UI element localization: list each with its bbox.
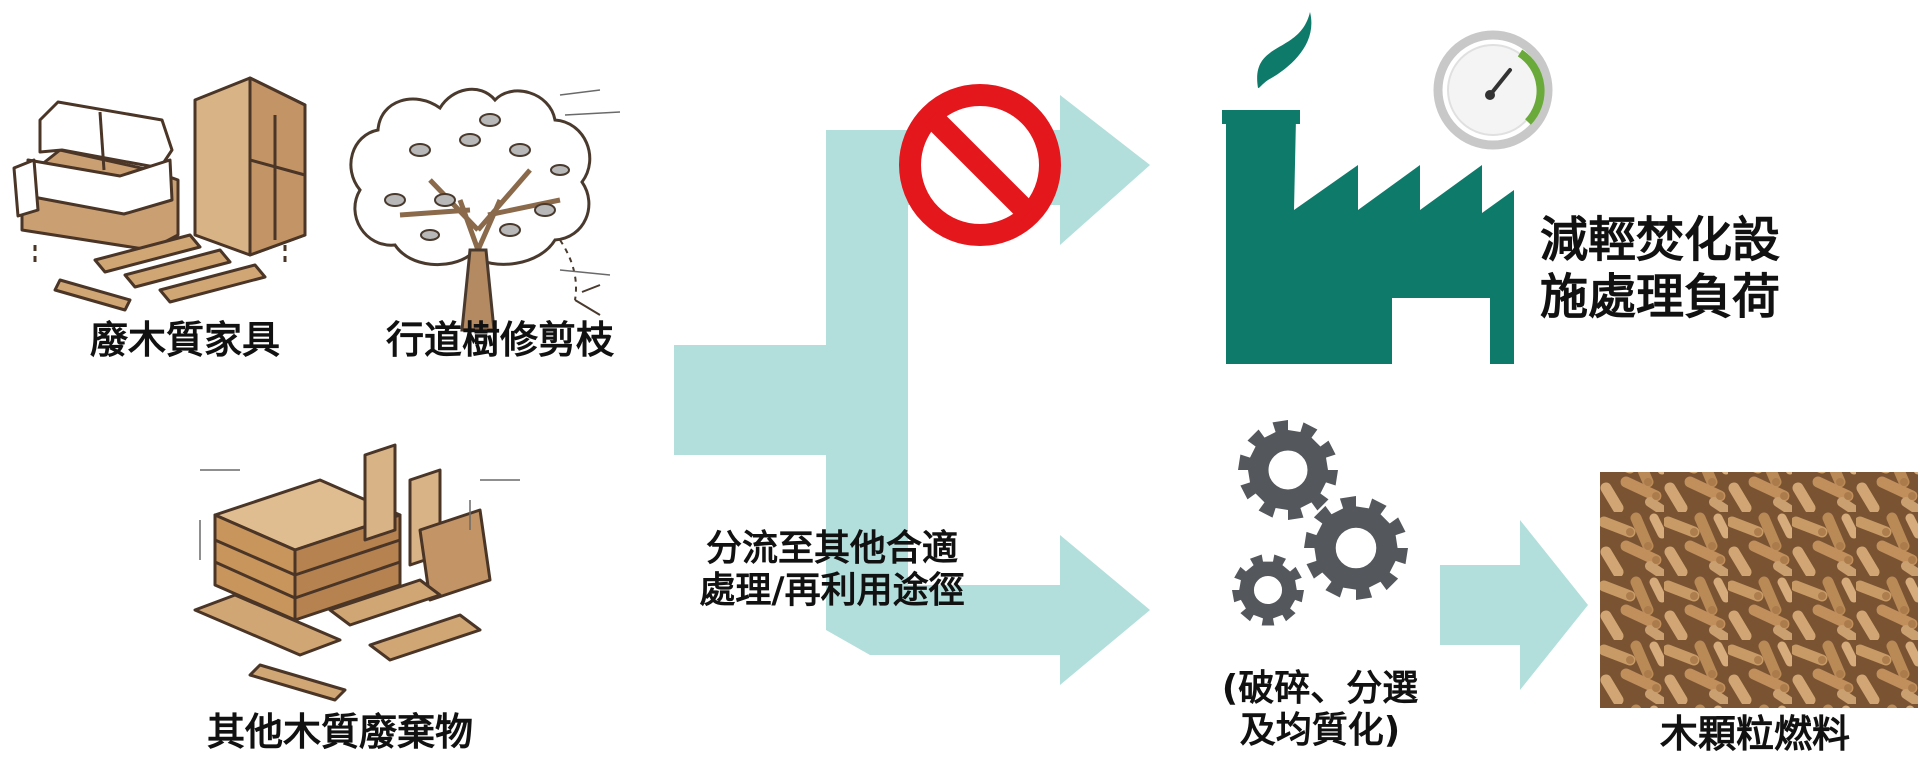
pellet-fuel-label: 木顆粒燃料 [1659,712,1850,756]
gear-bottom [1232,554,1304,626]
processing-label: (破碎、分選 及均質化) [1195,668,1445,753]
pallet-wood-illustration [193,443,520,702]
split-flow-arrow [674,95,1150,685]
incineration-line-2: 施處理負荷 [1540,268,1781,325]
processing-line-1: (破碎、分選 [1221,668,1419,709]
wood-pellets-photo [1600,472,1918,708]
tree-illustration [349,87,621,332]
to-pellets-arrow [1440,520,1588,690]
gears-icon [1232,420,1408,626]
gear-top [1238,420,1338,520]
diversion-line-2: 處理/再利用途徑 [699,570,965,612]
tree-label: 行道樹修剪枝 [385,318,614,362]
prohibited-icon [899,84,1061,246]
furniture-label: 廢木質家具 [89,318,280,362]
furniture-illustration [12,76,307,312]
incineration-line-1: 減輕焚化設 [1540,212,1781,268]
factory-icon [1222,12,1514,364]
gauge-icon [1433,30,1553,150]
incineration-label: 減輕焚化設 施處理負荷 [1540,212,1820,325]
gear-right [1304,496,1408,600]
processing-line-2: 及均質化) [1239,710,1401,752]
flow-arrows [674,95,1588,690]
other-wood-label: 其他木質廢棄物 [206,710,473,754]
diversion-label: 分流至其他合適 處理/再利用途徑 [672,528,992,613]
diversion-line-1: 分流至其他合適 [705,528,958,569]
